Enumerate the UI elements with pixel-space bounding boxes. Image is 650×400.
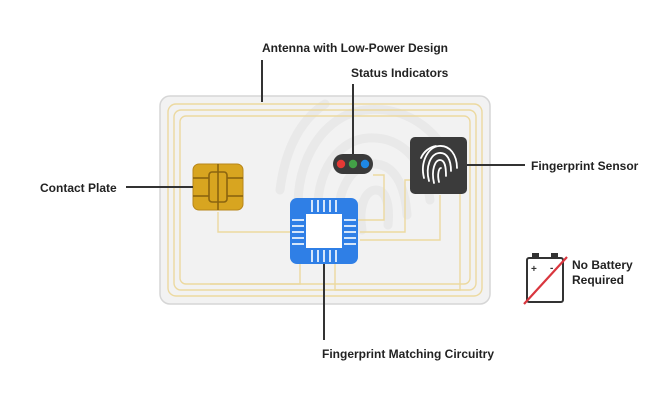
antenna-label: Antenna with Low-Power Design [262, 41, 449, 55]
matching-circuitry-label: Fingerprint Matching Circuitry [322, 347, 495, 361]
no-battery-label-line2: Required [572, 273, 625, 287]
led-blue [360, 159, 370, 169]
leader-lines [126, 60, 525, 340]
fingerprint-icon [420, 145, 458, 184]
circuit-traces [210, 170, 461, 291]
contact-plate-label: Contact Plate [40, 181, 117, 195]
fingerprint-sensor [410, 137, 467, 194]
svg-text:-: - [550, 263, 553, 274]
status-indicators [333, 154, 373, 174]
contact-plate [192, 163, 244, 211]
matching-processor [290, 198, 358, 264]
battery-icon: + - [523, 253, 568, 305]
led-green [348, 159, 358, 169]
no-battery-label-line1: No Battery [572, 258, 633, 272]
fingerprint-sensor-label: Fingerprint Sensor [531, 159, 639, 173]
svg-text:+: + [531, 264, 537, 275]
led-red [336, 159, 346, 169]
status-indicators-label: Status Indicators [351, 66, 449, 80]
